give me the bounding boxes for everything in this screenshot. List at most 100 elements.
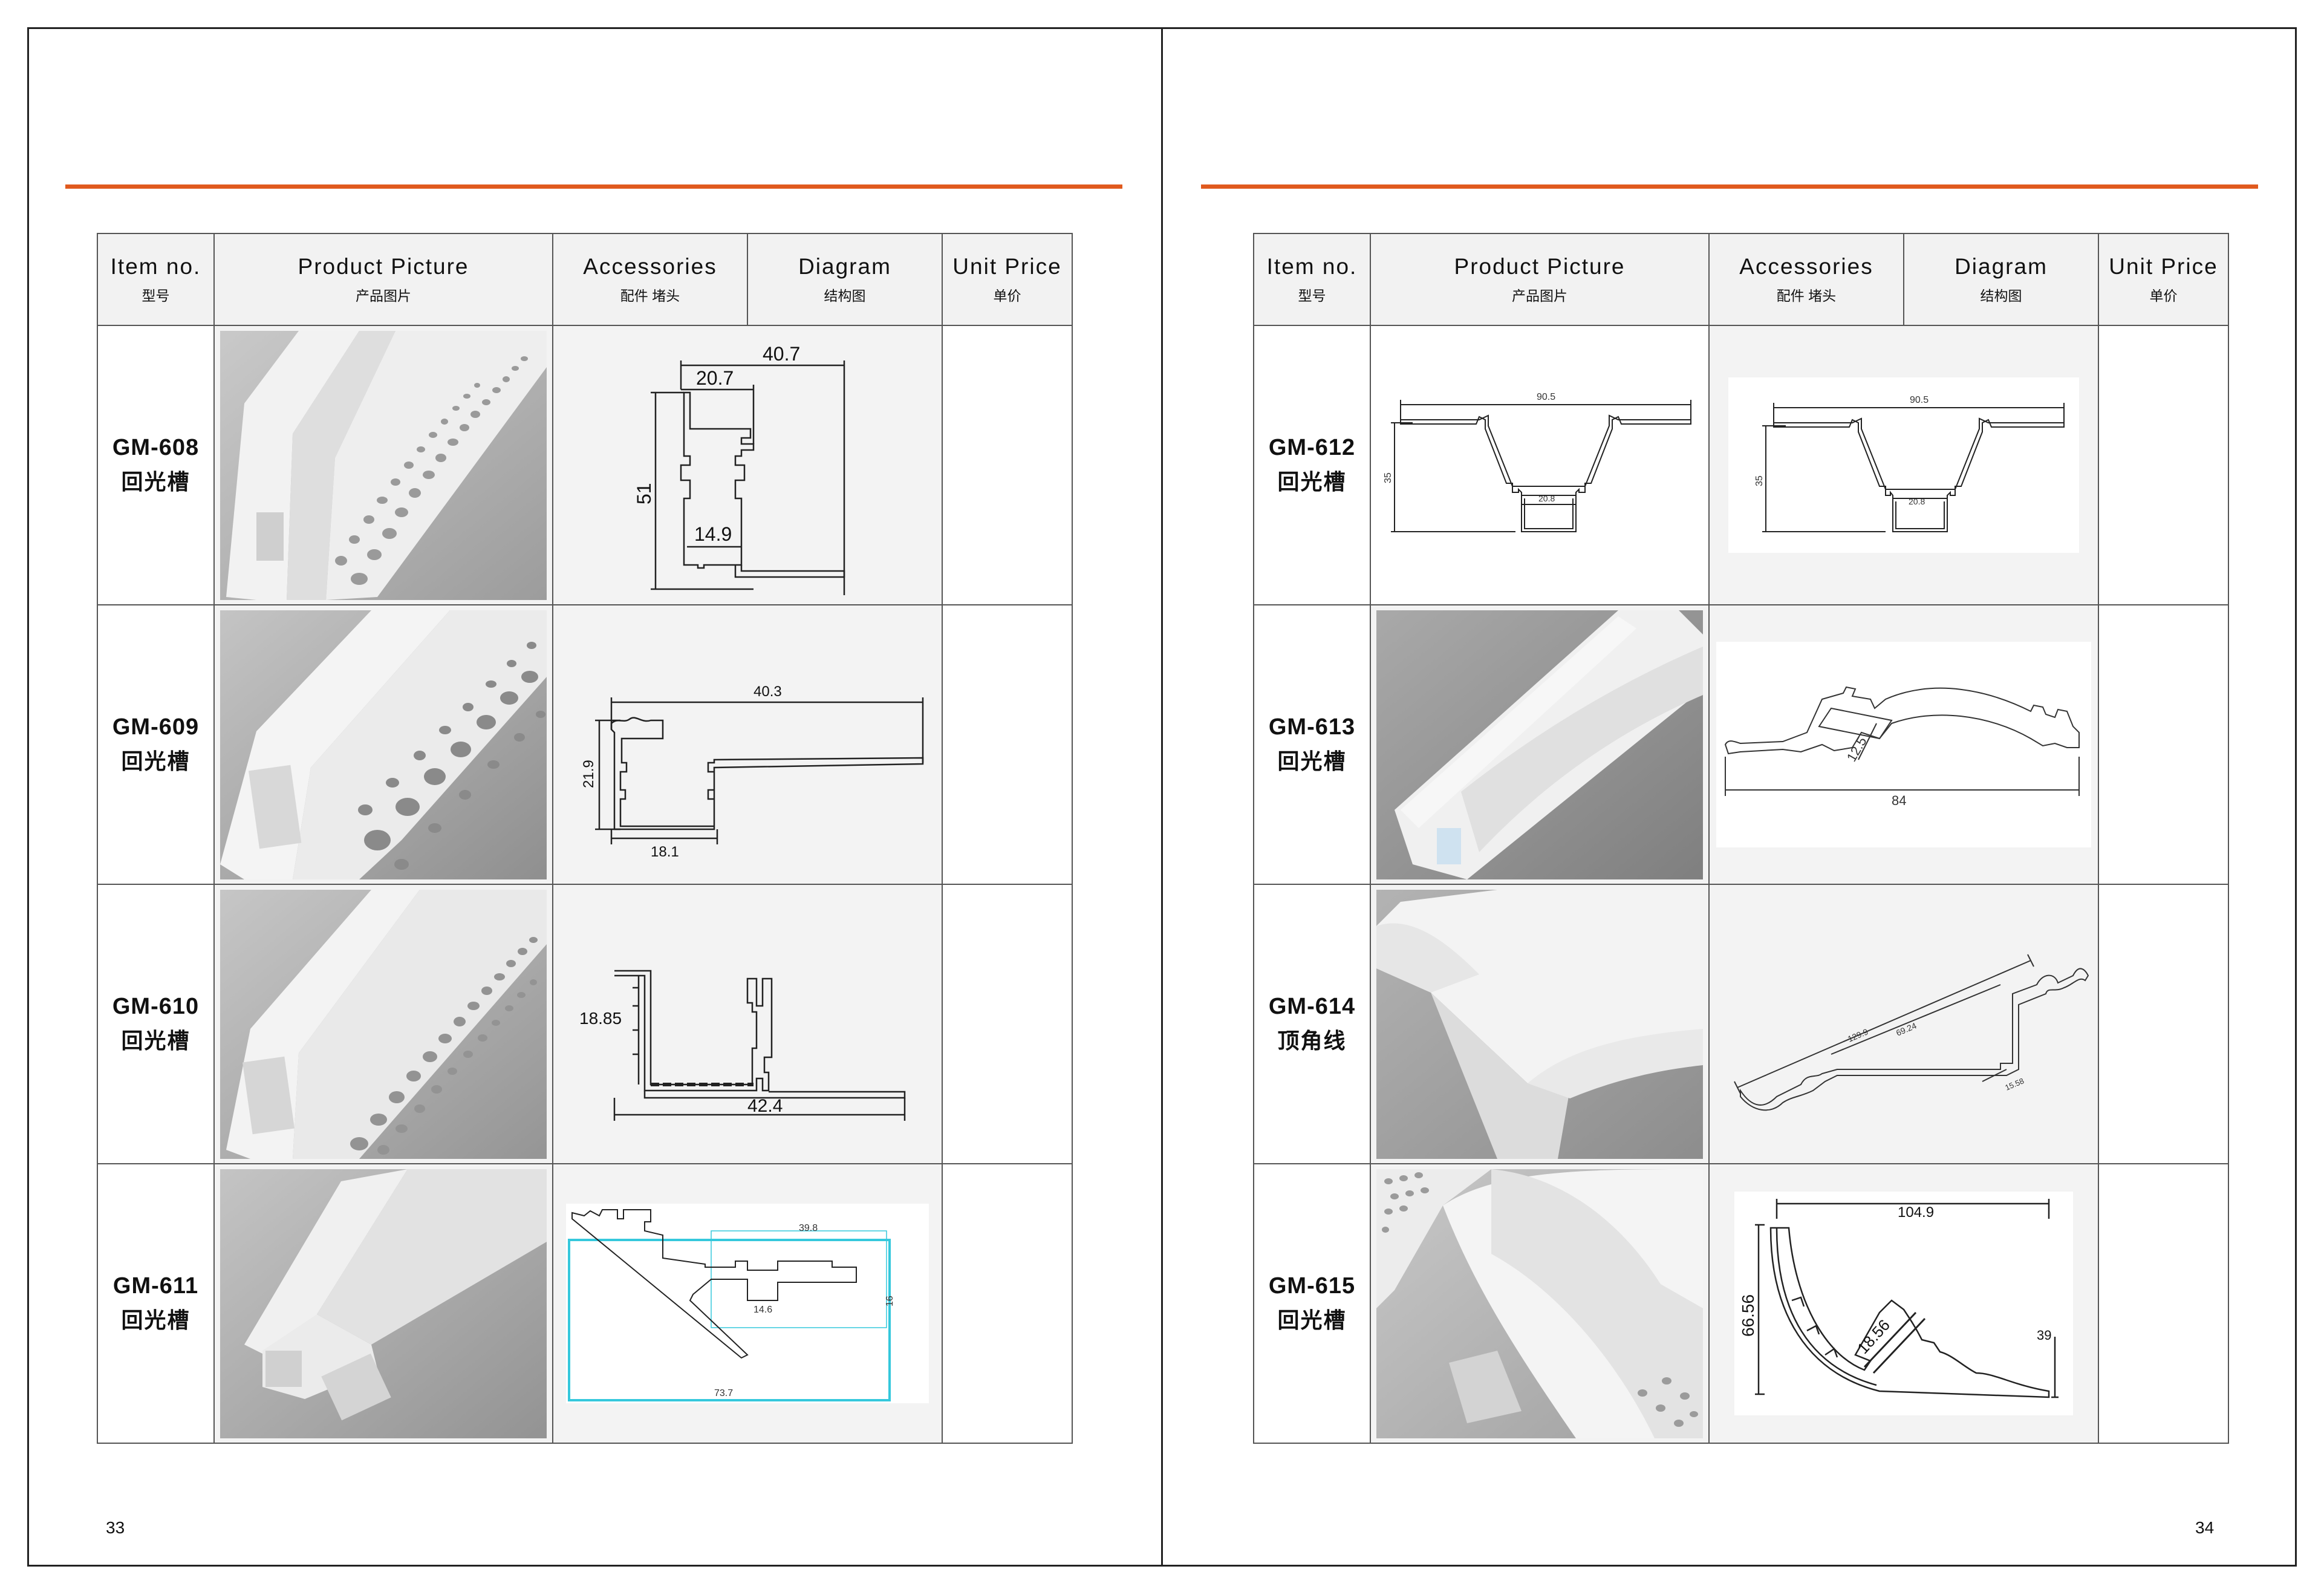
dimension-label: 40.3 xyxy=(754,683,782,700)
item-code: GM-609 xyxy=(112,714,200,740)
table-header-row: Item no. 型号 Product Picture 产品图片 Accessori… xyxy=(97,233,1073,326)
header-label: Diagram xyxy=(798,254,891,279)
product-photo-cell xyxy=(213,325,553,605)
profile-diagram: 129.9 69.24 15.58 xyxy=(1716,915,2091,1133)
dimension-label: 14.9 xyxy=(694,523,732,545)
item-cell: GM-615 回光槽 xyxy=(1253,1163,1371,1444)
unit-price-cell xyxy=(942,604,1073,885)
item-code: GM-608 xyxy=(112,434,200,460)
right-page-accent-rule xyxy=(1201,184,2258,189)
header-label: Item no. xyxy=(1266,254,1358,279)
diagram-cell: 40.3 21.9 18.1 xyxy=(552,604,943,885)
dimension-label: 20.7 xyxy=(696,367,734,389)
product-photo xyxy=(220,330,547,600)
dimension-label: 21.9 xyxy=(581,760,597,788)
header-label: Accessories xyxy=(583,254,717,279)
dimension-label: 73.7 xyxy=(714,1388,733,1398)
product-photo-cell xyxy=(213,1163,553,1444)
product-photo-cell xyxy=(1370,884,1710,1164)
header-sublabel: 配件 堵头 xyxy=(620,288,680,304)
header-sublabel: 产品图片 xyxy=(356,288,411,304)
item-cell: GM-609 回光槽 xyxy=(97,604,215,885)
column-header-item: Item no. 型号 xyxy=(1253,233,1371,326)
profile-diagram: 39.8 14.6 16 73.7 xyxy=(566,1204,929,1403)
item-description: 回光槽 xyxy=(121,1307,190,1332)
dimension-label: 20.8 xyxy=(1538,494,1555,503)
unit-price-cell xyxy=(2098,604,2229,885)
unit-price-cell xyxy=(2098,1163,2229,1444)
dimension-label: 129.9 xyxy=(1846,1026,1870,1044)
header-sublabel: 型号 xyxy=(1298,288,1326,304)
diagram-cell: 18.85 42.4 xyxy=(552,884,943,1164)
table-row: GM-610 回光槽 xyxy=(97,884,1073,1164)
dimension-label: 14.6 xyxy=(754,1305,772,1315)
table-row: GM-611 回光槽 xyxy=(97,1163,1073,1444)
item-description: 回光槽 xyxy=(1277,469,1347,494)
header-sublabel: 产品图片 xyxy=(1512,288,1567,304)
left-page-accent-rule xyxy=(65,184,1122,189)
diagram-cell: 129.9 69.24 15.58 xyxy=(1708,884,2099,1164)
item-description: 回光槽 xyxy=(1277,748,1347,774)
catalog-table-page-33: Item no. 型号 Product Picture 产品图片 Accessori… xyxy=(97,233,1073,1444)
item-code: GM-615 xyxy=(1268,1273,1356,1299)
product-photo-cell xyxy=(213,604,553,885)
product-photo-cell: 90.5 35 20.8 xyxy=(1370,325,1710,605)
item-code: GM-613 xyxy=(1268,714,1356,740)
diagram-cell: 40.7 20.7 51 14.9 xyxy=(552,325,943,605)
item-code: GM-611 xyxy=(112,1273,199,1299)
product-photo-cell xyxy=(1370,1163,1710,1444)
header-label: Item no. xyxy=(110,254,201,279)
header-sublabel: 配件 堵头 xyxy=(1776,288,1837,304)
dimension-label: 90.5 xyxy=(1910,395,1929,405)
header-label: Product Picture xyxy=(298,254,469,279)
diagram-cell: 84 12.5 xyxy=(1708,604,2099,885)
page-number: 33 xyxy=(106,1518,125,1537)
dimension-label: 66.56 xyxy=(1739,1294,1757,1337)
table-row: GM-612 回光槽 90.5 35 20.8 xyxy=(1253,325,2229,605)
item-description: 顶角线 xyxy=(1277,1028,1347,1053)
page-number: 34 xyxy=(2195,1518,2215,1537)
dimension-label: 18.1 xyxy=(651,844,679,860)
table-row: GM-615 回光槽 xyxy=(1253,1163,2229,1444)
item-description: 回光槽 xyxy=(121,748,190,774)
dimension-label: 35 xyxy=(1383,472,1393,483)
product-photo xyxy=(1376,1169,1703,1438)
product-photo xyxy=(220,610,547,879)
product-photo xyxy=(1376,610,1703,879)
header-sublabel: 结构图 xyxy=(1980,288,2022,304)
unit-price-cell xyxy=(942,1163,1073,1444)
item-description: 回光槽 xyxy=(121,469,190,494)
item-code: GM-610 xyxy=(112,993,200,1019)
profile-diagram: 40.7 20.7 51 14.9 xyxy=(554,329,941,601)
table-row: GM-609 回光槽 xyxy=(97,604,1073,885)
product-photo xyxy=(220,1169,547,1438)
item-cell: GM-611 回光槽 xyxy=(97,1163,215,1444)
item-cell: GM-614 顶角线 xyxy=(1253,884,1371,1164)
dimension-label: 18.85 xyxy=(579,1009,622,1028)
header-sublabel: 型号 xyxy=(142,288,170,304)
page-spine xyxy=(1161,27,1163,1567)
product-photo xyxy=(1376,889,1703,1159)
item-description: 回光槽 xyxy=(121,1028,190,1053)
item-cell: GM-612 回光槽 xyxy=(1253,325,1371,605)
dimension-label: 20.8 xyxy=(1909,497,1925,506)
header-sublabel: 单价 xyxy=(2149,288,2178,304)
unit-price-cell xyxy=(2098,325,2229,605)
dimension-label: 84 xyxy=(1892,793,1906,808)
header-label: Unit Price xyxy=(2109,254,2218,279)
dimension-label: 90.5 xyxy=(1537,392,1555,402)
profile-diagram: 18.85 42.4 xyxy=(554,903,941,1145)
product-photo-cell xyxy=(213,884,553,1164)
table-row: GM-614 顶角线 xyxy=(1253,884,2229,1164)
profile-diagram: 84 12.5 xyxy=(1716,642,2091,847)
item-description: 回光槽 xyxy=(1277,1307,1347,1332)
header-sublabel: 单价 xyxy=(993,288,1021,304)
profile-diagram: 90.5 35 20.8 xyxy=(1728,377,2079,553)
column-header-item: Item no. 型号 xyxy=(97,233,215,326)
header-label: Accessories xyxy=(1739,254,1873,279)
